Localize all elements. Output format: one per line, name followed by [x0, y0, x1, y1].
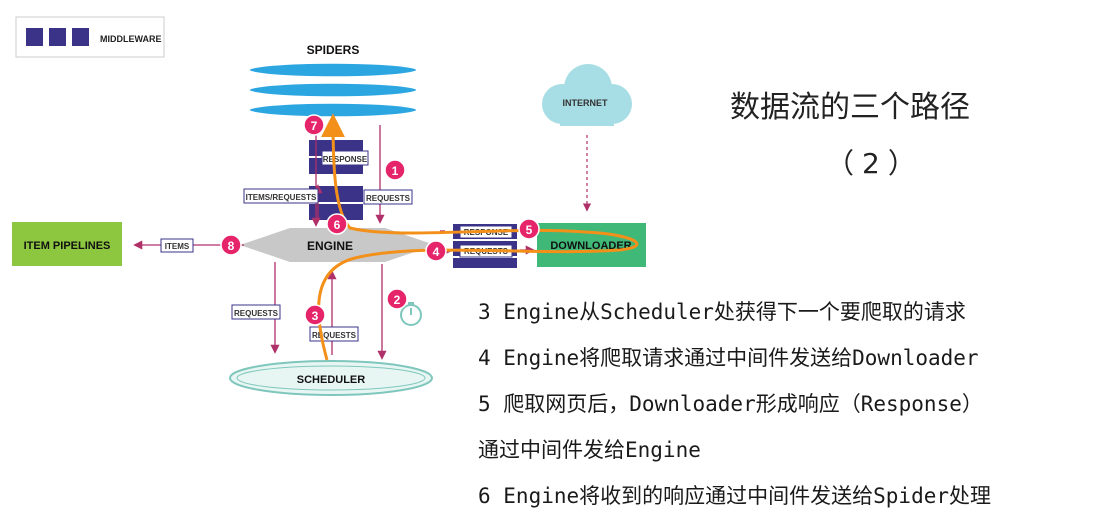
flow-description-line: 6 Engine将收到的响应通过中间件发送给Spider处理 [478, 484, 992, 508]
flow-description-line: 通过中间件发给Engine [478, 438, 701, 462]
item-pipelines-label: ITEM PIPELINES [24, 240, 111, 252]
step-1: 1 [392, 164, 399, 178]
requests-label-1: REQUESTS [366, 194, 411, 203]
step-7: 7 [311, 119, 318, 133]
middleware-legend: MIDDLEWARE [15, 16, 165, 58]
slide-title: 数据流的三个路径 [730, 90, 970, 125]
step-4: 4 [433, 245, 440, 259]
spiders-component: SPIDERS [248, 43, 418, 118]
highlight-path [317, 113, 639, 361]
step-8: 8 [228, 239, 235, 253]
requests-label-3: REQUESTS [312, 331, 357, 340]
requests-label-left: REQUESTS [234, 309, 279, 318]
flow-description-line: 5 爬取网页后，Downloader形成响应（Response） [478, 392, 983, 416]
step-6: 6 [334, 218, 341, 232]
engine-label: ENGINE [307, 239, 353, 253]
scrapy-architecture-diagram: MIDDLEWARE SPIDERS INTERNET ITEM PIPELIN… [12, 16, 646, 396]
timer-icon [400, 302, 422, 326]
item-pipelines-component: ITEM PIPELINES [12, 222, 122, 266]
middleware-legend-label: MIDDLEWARE [100, 34, 162, 44]
spiders-label: SPIDERS [307, 43, 360, 57]
step-5: 5 [526, 223, 533, 237]
response-label-top: RESPONSE [323, 155, 368, 164]
internet-label: INTERNET [563, 98, 609, 108]
flow-labels: ITEMS/REQUESTS REQUESTS ITEMS REQUESTS R… [160, 188, 413, 342]
slide-subtitle: （2） [826, 147, 924, 180]
flow-description-line: 3 Engine从Scheduler处获得下一个要爬取的请求 [478, 300, 966, 324]
scheduler-label: SCHEDULER [297, 374, 366, 386]
internet-cloud: INTERNET [542, 64, 632, 126]
step-3: 3 [312, 309, 319, 323]
step-markers: 1 2 3 4 5 6 7 8 [220, 114, 540, 326]
step-2: 2 [394, 293, 401, 307]
items-requests-label: ITEMS/REQUESTS [246, 193, 317, 202]
scheduler-component: SCHEDULER [229, 360, 433, 396]
flow-description-line: 4 Engine将爬取请求通过中间件发送给Downloader [478, 346, 979, 370]
items-label: ITEMS [165, 242, 190, 251]
